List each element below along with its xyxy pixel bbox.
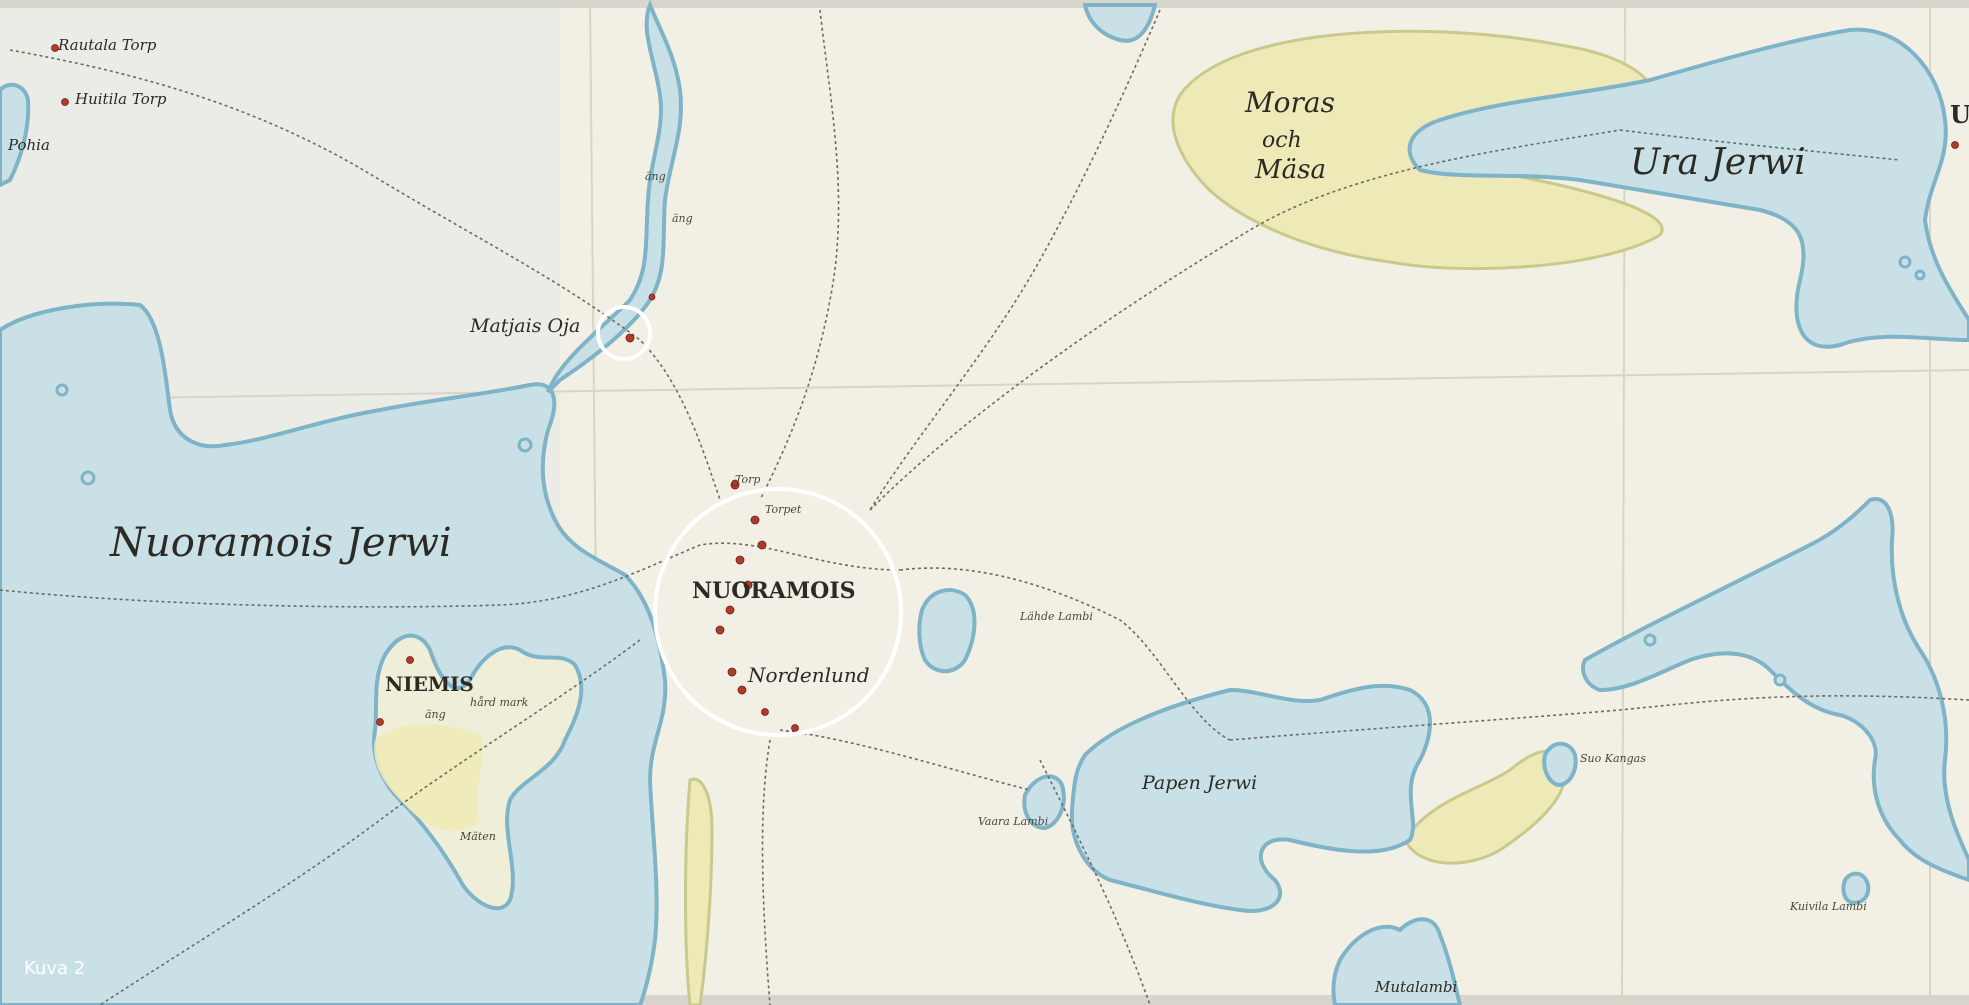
road-south-east (779, 729, 1031, 791)
road-far-east (1229, 695, 1969, 741)
small-islands (55, 255, 1926, 687)
label-niemis: NIEMIS (385, 672, 474, 696)
label-mutalambi: Mutalambi (1375, 978, 1458, 996)
lake-left-edge (0, 82, 31, 188)
pond-lahde (917, 588, 977, 674)
road-to-ura (869, 129, 1621, 511)
island-2 (80, 470, 96, 486)
label-maten: Mäten (460, 830, 496, 843)
dot-village-3 (757, 540, 767, 550)
road-west (0, 542, 901, 608)
label-huitila-torp: Huitila Torp (75, 90, 167, 108)
pond-mutalambi (1331, 917, 1463, 1005)
dot-huitila (61, 98, 69, 106)
road-north-east (869, 9, 1161, 511)
pond-top (1082, 3, 1158, 43)
dot-matjais-2 (648, 293, 656, 301)
dot-village-4 (735, 555, 745, 565)
island-3 (517, 437, 533, 453)
label-torpet-small: Torpet (765, 503, 802, 516)
label-lahde-lambi: Lähde Lambi (1020, 610, 1093, 623)
label-ang-north-1: äng (645, 170, 666, 183)
pond-right-small (1542, 741, 1578, 788)
island-5 (1773, 673, 1787, 687)
dot-village-7 (715, 625, 725, 635)
label-rautala-torp: Rautala Torp (58, 36, 157, 54)
dot-niemis-2 (376, 718, 384, 726)
dot-village-2 (750, 515, 760, 525)
island-1 (55, 383, 69, 397)
label-kuivila-lambi: Kuivila Lambi (1790, 900, 1867, 913)
dot-niemis-1 (406, 656, 414, 664)
dot-nordenlund-2 (737, 685, 747, 695)
marsh-strip-south (684, 777, 714, 1005)
road-south (761, 739, 771, 1005)
label-och: och (1262, 128, 1302, 153)
label-hard-mark: hård mark (470, 696, 529, 709)
lake-east-chain (1581, 497, 1969, 883)
island-7 (1914, 269, 1926, 281)
dot-nordenlund (727, 667, 737, 677)
dot-torp (731, 479, 739, 487)
river-matjais (546, 0, 683, 394)
label-masa: Mäsa (1255, 155, 1326, 185)
label-nordenlund: Nordenlund (748, 663, 870, 687)
label-nuoramois-jerwi: Nuoramois Jerwi (110, 520, 452, 566)
dot-village-5 (743, 580, 753, 590)
island-6 (1898, 255, 1912, 269)
highlight-nuoramois (653, 487, 903, 737)
figure-caption: Kuva 2 (24, 958, 86, 979)
highlight-circles (596, 305, 903, 737)
road-north (759, 9, 840, 501)
road-east (899, 567, 1231, 741)
dot-matjais (625, 333, 635, 343)
road-north-west (9, 49, 721, 501)
lake-papen (1069, 683, 1432, 913)
settlement-dots (51, 44, 1959, 732)
label-ura-jerwi: Ura Jerwi (1630, 142, 1806, 183)
label-torp-small: Torp (735, 473, 761, 486)
label-ang-north-2: äng (672, 212, 693, 225)
label-edge-u: U (1950, 100, 1969, 129)
label-nuoramois-village: NUORAMOIS (692, 578, 856, 604)
island-4 (1643, 633, 1657, 647)
dot-village-6 (725, 605, 735, 615)
dot-ura (1951, 141, 1959, 149)
dot-rautala (51, 44, 59, 52)
label-suo-kangas: Suo Kangas (1580, 752, 1646, 765)
dot-south-1 (761, 708, 769, 716)
paper-shade-bottom (0, 995, 1969, 1005)
label-papen-jerwi: Papen Jerwi (1142, 772, 1258, 794)
lake-ura (1407, 27, 1969, 349)
road-far-south (1039, 759, 1151, 1005)
label-vaara-lambi: Vaara Lambi (978, 815, 1049, 828)
roads (0, 9, 1969, 1005)
niemis-meadow (374, 724, 483, 831)
dot-south-2 (791, 724, 799, 732)
label-pohia: Pohia (8, 136, 50, 154)
road-ura-east (1619, 129, 1901, 161)
label-matjais-oja: Matjais Oja (470, 315, 581, 337)
paper-shade-top (0, 0, 1969, 8)
label-ang-niemis: äng (425, 708, 446, 721)
label-moras: Moras (1245, 86, 1335, 119)
highlight-matjais (596, 305, 652, 361)
pond-kuivila (1841, 871, 1871, 905)
